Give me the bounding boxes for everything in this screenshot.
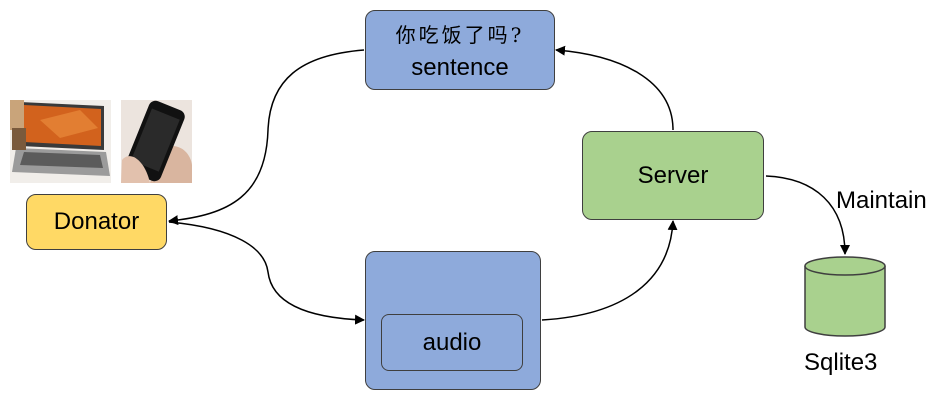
server-node: Server	[582, 131, 764, 220]
sentence-node: 你吃饭了吗? sentence	[365, 10, 555, 90]
audio-label: audio	[422, 328, 482, 356]
donator-node: Donator	[26, 194, 167, 250]
edge-server-to-sentence	[555, 45, 674, 131]
server-label: Server	[637, 161, 709, 189]
sentence-label: sentence	[411, 53, 509, 81]
smartphone-photo	[121, 100, 192, 183]
donator-label: Donator	[53, 208, 140, 235]
sentence-chinese-text: 你吃饭了吗?	[395, 22, 525, 47]
database-label: Sqlite3	[804, 349, 878, 376]
edge-audio-to-server	[541, 220, 678, 321]
laptop-photo	[10, 100, 111, 183]
edge-donator-to-audio	[168, 221, 365, 325]
edge-server-to-database	[765, 175, 850, 255]
database-cylinder-icon	[804, 256, 886, 337]
maintain-edge-label: Maintain	[836, 187, 927, 214]
edge-sentence-to-donator	[168, 49, 365, 226]
audio-label-box: audio	[381, 314, 523, 371]
